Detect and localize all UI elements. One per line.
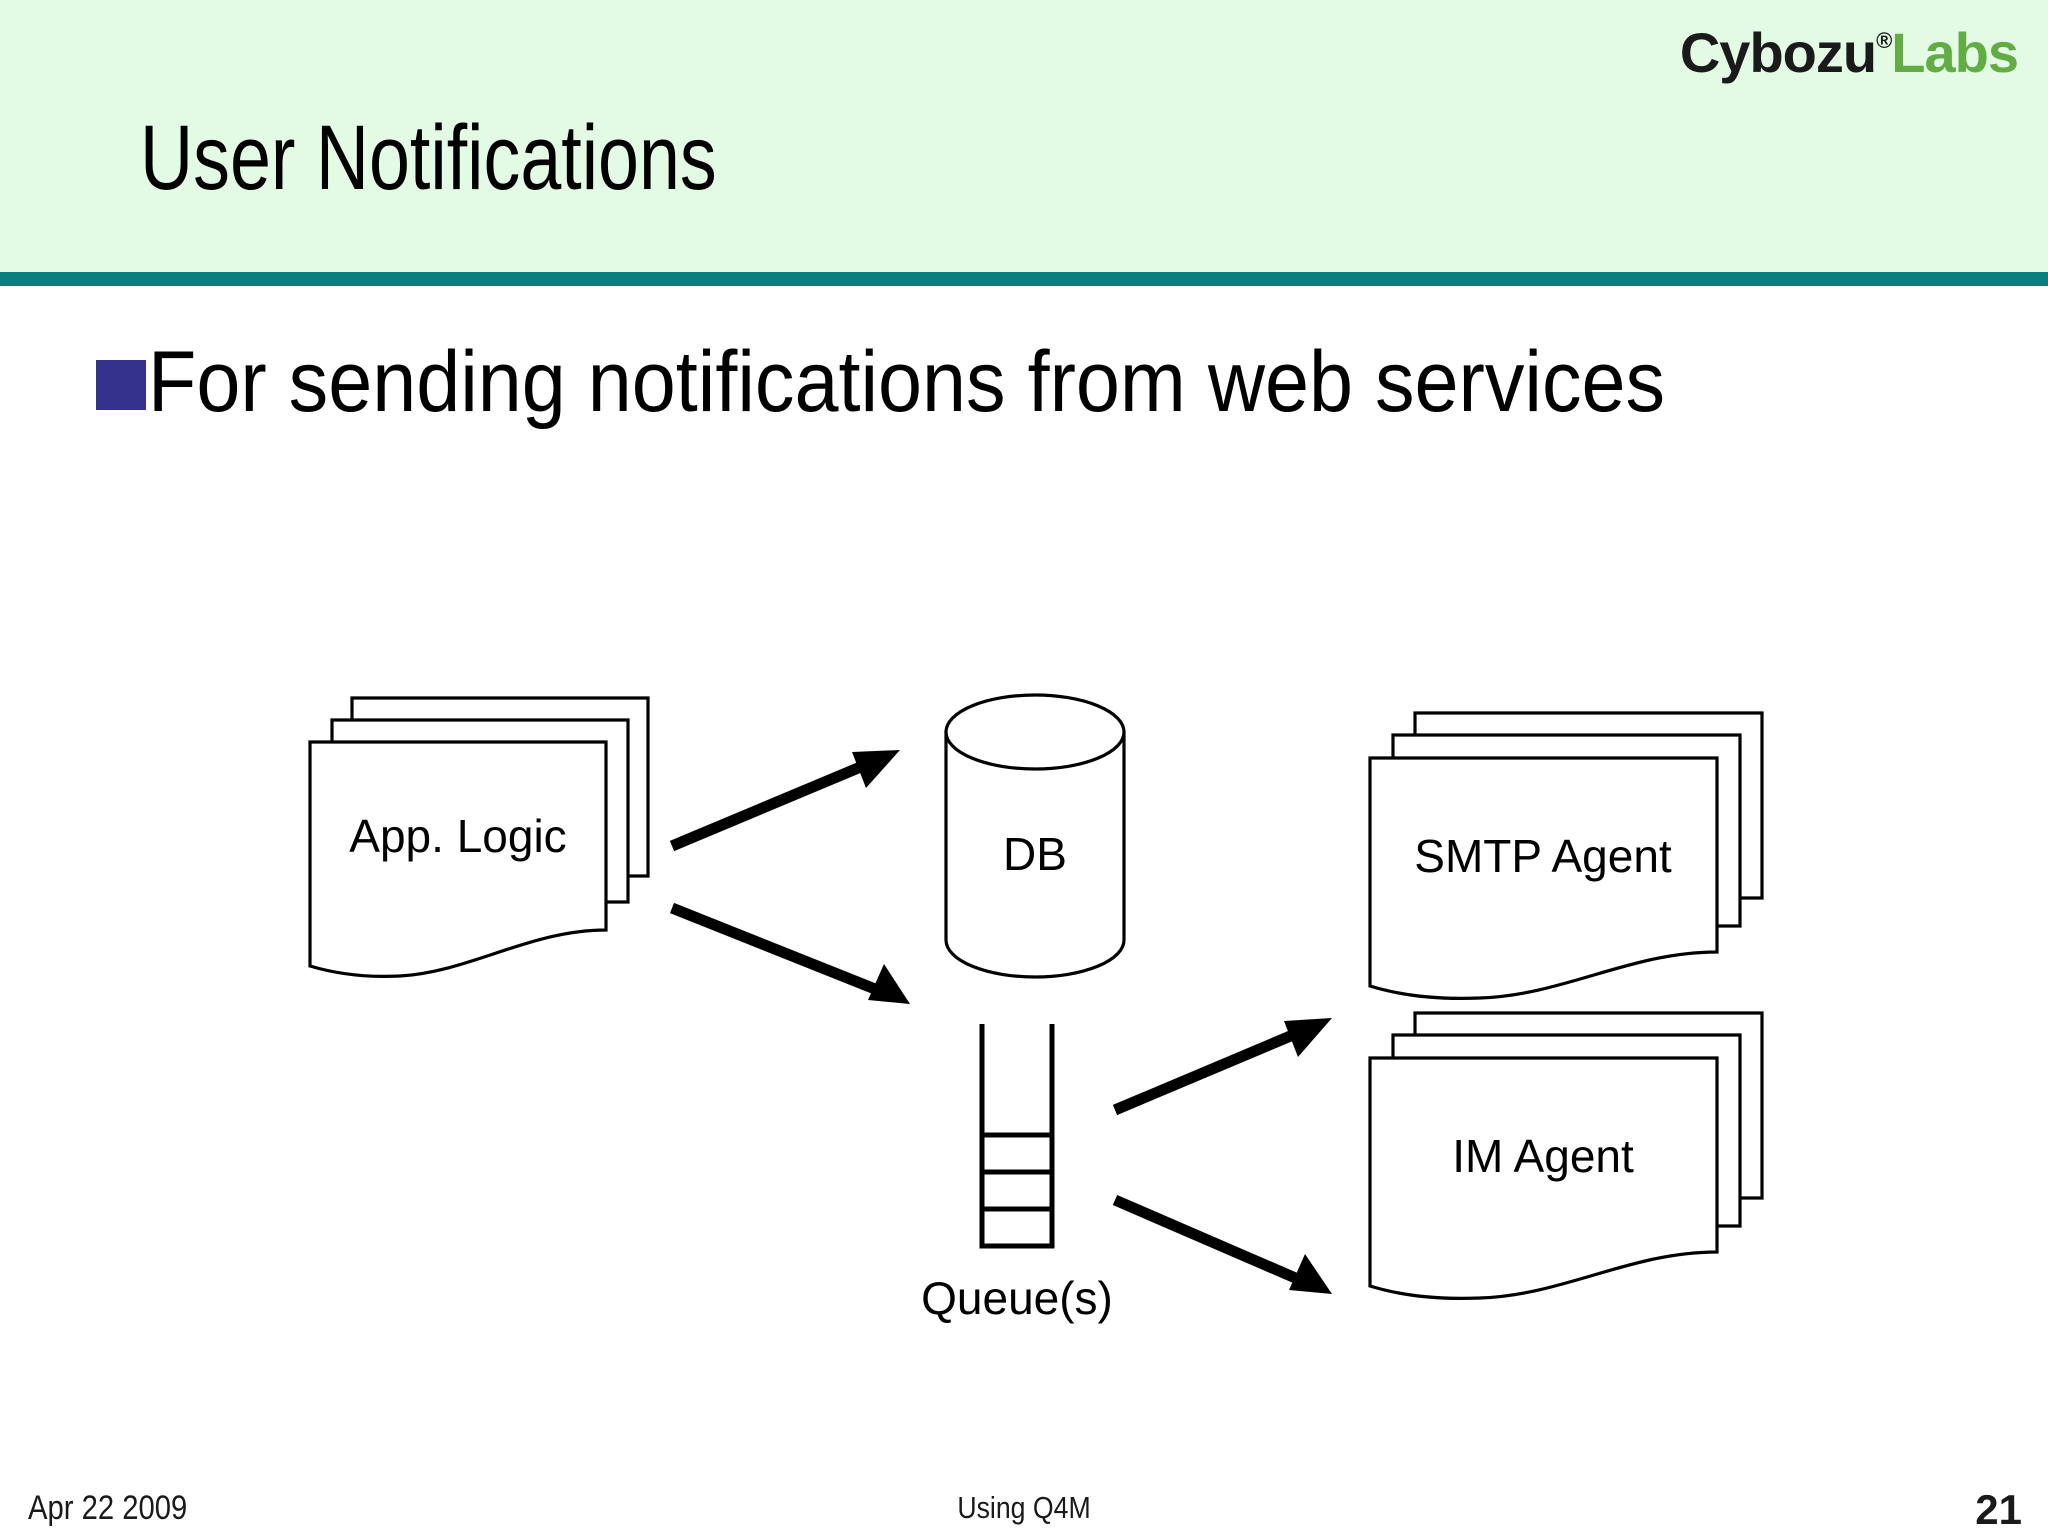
architecture-diagram: App. Logic DB <box>0 680 2048 1440</box>
header-band <box>0 0 2048 272</box>
registered-trademark-icon: ® <box>1876 28 1892 53</box>
cybozu-labs-logo: Cybozu®Labs <box>1679 20 2019 85</box>
header-divider-rule <box>0 272 2048 286</box>
node-label-app-logic: App. Logic <box>349 810 566 862</box>
footer-date: Apr 22 2009 <box>28 1489 188 1527</box>
logo-text-labs: Labs <box>1891 21 2019 84</box>
page-title: User Notifications <box>140 107 717 209</box>
edge-queue-to-smtp-agent <box>1112 1018 1332 1116</box>
node-label-im-agent: IM Agent <box>1452 1130 1634 1182</box>
edge-app-logic-to-db <box>669 750 900 852</box>
slide-footer: Apr 22 2009 Using Q4M 21 <box>0 1472 2048 1536</box>
node-db: DB <box>944 693 1126 979</box>
node-app-logic: App. Logic <box>308 696 650 978</box>
node-im-agent: IM Agent <box>1368 1011 1764 1300</box>
node-label-smtp-agent: SMTP Agent <box>1414 830 1672 882</box>
body-content: For sending notifications from web servi… <box>96 336 1896 428</box>
edge-queue-to-im-agent <box>1112 1194 1332 1294</box>
logo-text-cybozu: Cybozu <box>1679 21 1877 84</box>
bullet-text: For sending notifications from web servi… <box>148 334 1666 430</box>
list-item: For sending notifications from web servi… <box>96 336 1896 428</box>
square-bullet-icon <box>96 360 146 410</box>
footer-deck-title: Using Q4M <box>957 1490 1091 1525</box>
node-queue: Queue(s) <box>921 1024 1113 1324</box>
footer-page-number: 21 <box>1975 1486 2022 1533</box>
node-label-db: DB <box>1003 828 1067 880</box>
node-label-queue: Queue(s) <box>921 1272 1113 1324</box>
edge-app-logic-to-queue <box>669 902 910 1004</box>
node-smtp-agent: SMTP Agent <box>1368 711 1764 1000</box>
